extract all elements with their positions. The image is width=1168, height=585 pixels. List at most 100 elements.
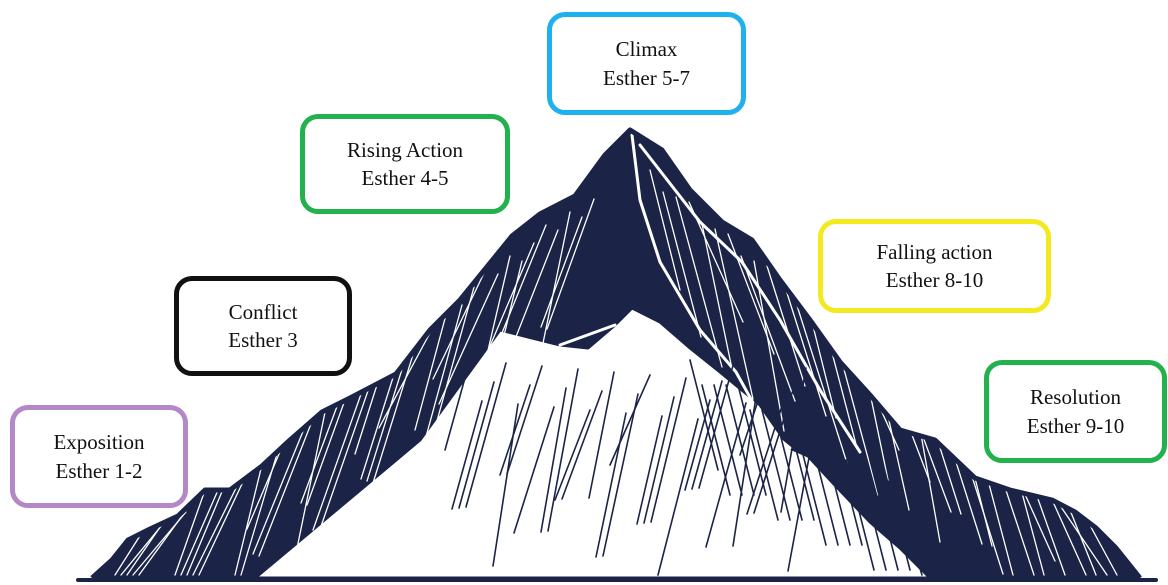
hatch-stroke xyxy=(657,418,699,576)
hatch-stroke xyxy=(595,412,627,558)
hatch-stroke xyxy=(857,334,889,481)
hatch-stroke xyxy=(948,403,1004,575)
stage-title: Rising Action xyxy=(346,137,464,162)
hatch-stroke xyxy=(818,302,858,449)
mountain-outline xyxy=(90,127,1142,580)
stage-title: Exposition xyxy=(53,430,145,455)
hatch-stroke xyxy=(126,506,175,576)
hatch-stroke xyxy=(845,459,875,571)
hatch-stroke xyxy=(540,387,567,533)
hatch-stroke xyxy=(540,216,583,328)
hatch-stroke xyxy=(444,359,471,451)
hatch-stroke xyxy=(893,484,923,576)
hatch-stroke xyxy=(306,374,355,506)
hatch-stroke xyxy=(451,400,483,510)
hatch-stroke xyxy=(779,270,827,417)
stage-chapters: Esther 5-7 xyxy=(603,65,690,90)
hatch-stroke xyxy=(739,364,771,456)
hatch-stroke xyxy=(714,228,754,400)
stage-chapters: Esther 4-5 xyxy=(361,166,449,190)
hatch-stroke xyxy=(602,393,639,557)
hatch-stroke xyxy=(713,384,743,496)
hatch-stroke xyxy=(650,377,687,523)
hatch-stroke xyxy=(662,191,702,338)
stage-box-falling-action: Falling action Esther 8-10 xyxy=(818,219,1051,313)
hatch-stroke xyxy=(785,409,815,521)
hatch-stroke xyxy=(974,430,1014,576)
hatch-stroke xyxy=(753,260,785,432)
stage-chapters: Esther 8-10 xyxy=(885,268,984,292)
hatch-stroke xyxy=(198,449,259,576)
hatch-stroke xyxy=(609,374,651,466)
stage-title: Resolution xyxy=(1029,385,1121,410)
hatch-stroke xyxy=(909,371,941,543)
hatch-stroke xyxy=(792,292,848,464)
hatch-stroke xyxy=(554,409,591,501)
hatch-stroke xyxy=(426,286,475,458)
hatch-stroke xyxy=(705,402,747,548)
hatch-stroke xyxy=(492,224,547,356)
hatch-stroke xyxy=(258,405,319,557)
hatch-stroke xyxy=(922,393,962,515)
hatch-stroke xyxy=(300,392,343,504)
hatch-stroke xyxy=(186,462,235,576)
stage-chapters: Esther 9-10 xyxy=(1026,413,1125,438)
hatch-stroke xyxy=(465,362,507,508)
stage-box-climax: Climax Esther 5-7 xyxy=(547,12,746,115)
hatch-stroke xyxy=(180,480,223,576)
hatch-stroke xyxy=(561,390,603,500)
hatch-stroke xyxy=(787,408,819,572)
hatch-stroke xyxy=(689,359,719,471)
hatch-stroke xyxy=(1078,504,1118,576)
hatch-stroke xyxy=(844,329,900,451)
hatch-stroke xyxy=(821,434,851,546)
hatch-stroke xyxy=(546,198,595,330)
hatch-stroke xyxy=(740,255,796,402)
hatch-stroke xyxy=(857,459,887,571)
stage-title: Climax xyxy=(615,37,678,62)
hatch-stroke xyxy=(234,431,271,576)
hatch-stroke xyxy=(458,381,495,509)
hatch-stroke xyxy=(360,348,403,480)
stage-box-rising-action: Rising Action Esther 4-5 xyxy=(300,114,510,214)
hatch-stroke xyxy=(372,312,427,484)
hatch-stroke xyxy=(649,169,681,291)
hatch-stroke xyxy=(935,398,983,545)
hatch-stroke xyxy=(506,365,543,475)
hatch-stroke xyxy=(675,196,723,368)
hatch-stroke xyxy=(474,255,511,407)
stage-box-exposition: Exposition Esther 1-2 xyxy=(10,405,188,508)
hatch-stroke xyxy=(896,366,952,513)
hatch-stroke xyxy=(438,273,499,405)
hatch-stroke xyxy=(883,361,931,483)
hatch-stroke xyxy=(643,396,675,524)
hatch-stroke xyxy=(432,268,487,380)
hatch-stroke xyxy=(773,409,803,521)
hatch-stroke xyxy=(486,242,535,354)
hatch-stroke xyxy=(698,361,735,489)
hatch-stroke xyxy=(688,201,744,323)
hatch-stroke xyxy=(725,384,755,496)
hatch-stroke xyxy=(761,409,791,521)
hatch-stroke xyxy=(869,459,899,571)
hatch-stroke xyxy=(746,405,783,515)
hatch-stroke xyxy=(312,379,367,531)
hatch-stroke xyxy=(809,434,839,546)
hatch-stroke xyxy=(701,384,731,496)
hatch-stroke xyxy=(499,384,531,476)
stage-title: Falling action xyxy=(876,239,993,264)
hatch-stroke xyxy=(636,415,663,525)
stage-chapters: Esther 3 xyxy=(228,328,298,352)
hatch-stroke xyxy=(766,265,806,387)
hatch-stroke xyxy=(513,406,555,534)
hatch-stroke xyxy=(1013,462,1045,576)
stage-box-resolution: Resolution Esther 9-10 xyxy=(984,360,1167,463)
hatch-stroke xyxy=(1039,472,1087,576)
hatch-stroke xyxy=(737,384,767,496)
hatch-stroke xyxy=(252,423,307,555)
hatch-stroke xyxy=(588,371,615,499)
hatch-stroke xyxy=(414,299,451,431)
hatch-stroke xyxy=(498,229,559,381)
hatch-stroke xyxy=(870,339,910,511)
